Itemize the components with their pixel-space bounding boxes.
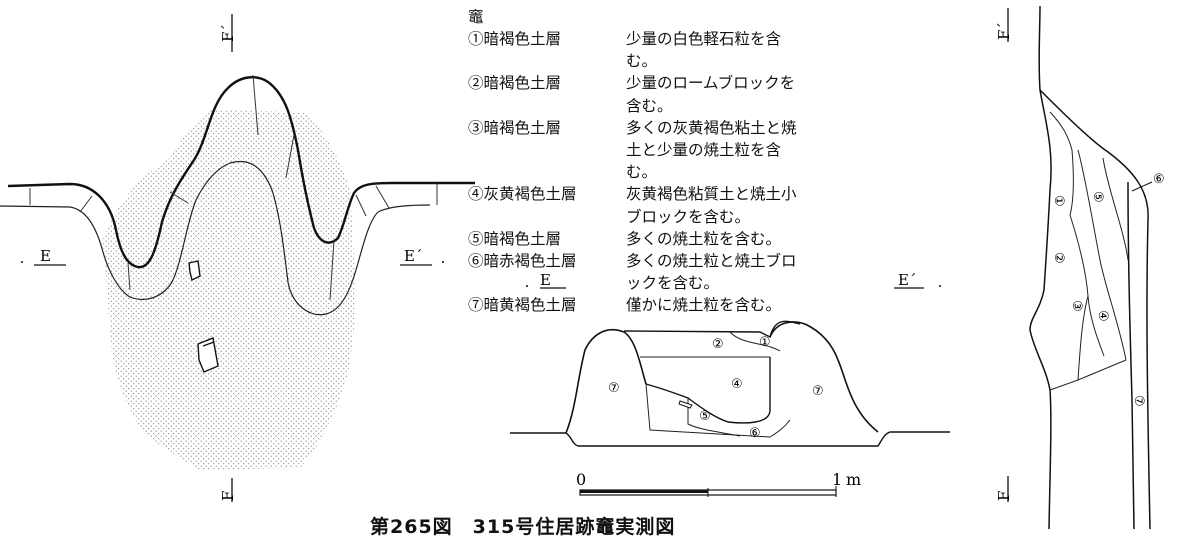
legend-row: ①暗褐色土層 少量の白色軽石粒を含む。 [468,28,798,72]
layer-legend: 竈 ①暗褐色土層 少量の白色軽石粒を含む。 ②暗褐色土層 少量のロームブロックを… [468,6,798,317]
stone-fragment-large [197,337,219,373]
legend-layer-desc: 少量の白色軽石粒を含む。 [626,30,782,71]
legend-row: ④灰黄褐色土層 灰黄褐色粘質土と焼土小ブロックを含む。 [468,183,798,227]
section-layer-2: ② [712,337,724,352]
legend-layer-desc: 灰黄褐色粘質土と焼土小ブロックを含む。 [626,185,797,226]
section-layer-5: ⑤ [699,409,711,424]
legend-layer-desc: 僅かに焼土粒を含む。 [626,296,782,315]
legend-row: ⑦暗黄褐色土層 僅かに焼土粒を含む。 [468,294,798,316]
f-prime-label-right: F´ [995,22,1013,40]
f-section-layer-6: ⑥ [1153,172,1165,187]
scale-one-label: 1 [832,470,842,489]
e-label-left: E [40,247,51,265]
f-prime-label-left: F´ [219,24,237,42]
legend-layer-label: ⑦暗黄褐色土層 [468,296,577,315]
f-section-layer-3: ③ [1069,300,1084,312]
legend-layer-label: ⑥暗赤褐色土層 [468,252,577,271]
e-label-section: E [540,271,551,289]
wall-hachures [29,74,438,301]
kamado-inner-outline [0,160,431,316]
section-layer-1: ① [759,335,771,350]
f-section-layer-5: ⑤ [1090,191,1105,203]
legend-row: ⑥暗赤褐色土層 多くの焼土粒と焼土ブロックを含む。 [468,250,798,294]
legend-layer-label: ⑤暗褐色土層 [468,229,562,248]
f-label-left: F [219,491,237,501]
f-section-layer-7: ⑦ [1131,395,1146,407]
e-prime-label-left: E´ [404,247,422,265]
section-f [1007,5,1153,529]
e-prime-label-section: E´ [898,271,916,289]
plan-view [0,14,475,502]
scale-unit-label: m [846,470,861,489]
section-layer-4: ④ [731,377,743,392]
f-section-layer-1: ① [1051,195,1066,207]
legend-layer-desc: 少量のロームブロックを含む。 [626,74,796,115]
legend-layer-desc: 多くの焼土粒と焼土ブロックを含む。 [626,252,797,293]
legend-heading: 竈 [468,8,484,26]
kamado-outer-outline [7,76,475,269]
section-e [510,285,950,447]
f-section-layer-4: ④ [1095,310,1110,322]
section-layer-6: ⑥ [749,426,761,441]
legend-layer-label: ③暗褐色土層 [468,118,562,137]
legend-row: ⑤暗褐色土層 多くの焼土粒を含む。 [468,228,798,250]
legend-layer-desc: 多くの焼土粒を含む。 [626,229,782,248]
section-layer-7-left: ⑦ [608,381,620,396]
scale-bar [579,486,837,497]
legend-row: ③暗褐色土層 多くの灰黄褐色粘土と焼土と少量の焼土粒を含む。 [468,117,798,184]
clay-stipple-area [103,110,356,470]
legend-layer-label: ①暗褐色土層 [468,30,562,48]
figure-caption: 第265図 315号住居跡竈実測図 [370,516,676,538]
scale-zero-label: 0 [576,470,586,489]
legend-layer-label: ②暗褐色土層 [468,74,562,93]
legend-layer-label: ④灰黄褐色土層 [468,185,577,204]
stone-fragment-small [188,260,201,282]
f-section-layer-2: ② [1051,252,1066,264]
legend-row: ②暗褐色土層 少量のロームブロックを含む。 [468,72,798,116]
legend-layer-desc: 多くの灰黄褐色粘土と焼土と少量の焼土粒を含む。 [626,118,797,182]
f-label-right: F [995,491,1013,501]
section-layer-7-right: ⑦ [812,384,824,399]
